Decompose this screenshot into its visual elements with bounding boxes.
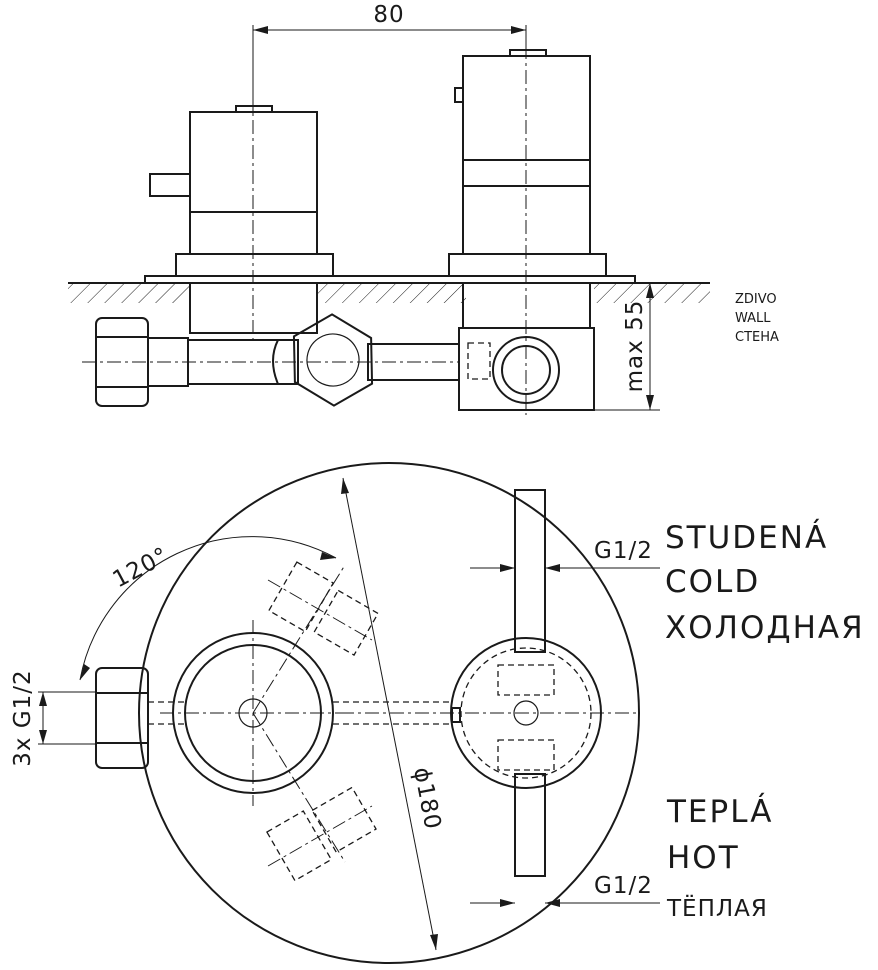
dimension-diameter: ϕ180 <box>341 477 446 951</box>
dimension-inlet: 3x G1/2 <box>10 669 96 767</box>
dimension-inlet-label: 3x G1/2 <box>10 669 36 766</box>
hot-label: TEPLÁ HOT ТЁПЛАЯ <box>666 794 773 922</box>
hot-label-en: HOT <box>667 840 740 876</box>
left-cartridge <box>149 70 334 345</box>
angle-120-label: 120° <box>109 542 174 593</box>
angle-120: 120° <box>79 536 337 681</box>
right-cartridge <box>448 45 607 415</box>
dimension-cold-label: G1/2 <box>594 538 653 564</box>
dimension-diameter-label: ϕ180 <box>408 765 446 832</box>
dimension-hot-label: G1/2 <box>594 873 653 899</box>
middle-hex-fitting <box>292 313 374 407</box>
cold-label-ru: ХОЛОДНАЯ <box>665 610 865 646</box>
lower-angled-fitting <box>266 786 377 882</box>
left-hex-fitting <box>82 317 460 407</box>
wall-label-ru: СТЕНА <box>735 330 779 345</box>
wall-label-en: WALL <box>735 311 771 326</box>
dimension-80: 80 <box>252 2 527 112</box>
cold-label: STUDENÁ COLD ХОЛОДНАЯ <box>665 520 865 646</box>
wall-label: ZDIVO WALL СТЕНА <box>735 292 779 345</box>
left-hex-front <box>95 667 185 769</box>
front-view: ϕ180 <box>10 462 865 964</box>
cold-label-en: COLD <box>665 564 760 600</box>
hot-label-cz: TEPLÁ <box>666 794 773 830</box>
wall-label-cz: ZDIVO <box>735 292 777 307</box>
left-rosette <box>160 620 340 806</box>
dimension-cold: G1/2 <box>470 538 660 572</box>
dimension-max55-label: max 55 <box>622 300 648 393</box>
side-view: 80 <box>68 2 779 415</box>
wall-hatch <box>68 282 710 303</box>
dimension-80-label: 80 <box>373 2 404 28</box>
cold-label-cz: STUDENÁ <box>665 520 828 556</box>
upper-angled-fitting <box>267 561 379 656</box>
dimension-hot: G1/2 <box>470 873 660 907</box>
hot-label-ru: ТЁПЛАЯ <box>666 894 768 922</box>
dimension-max55: max 55 <box>594 282 660 411</box>
right-rosette <box>450 489 602 877</box>
